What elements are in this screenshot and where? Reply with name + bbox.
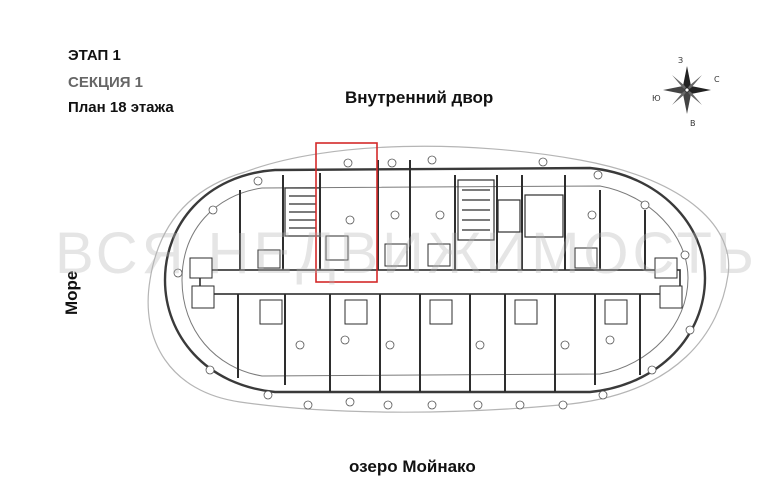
courtyard-label: Внутренний двор — [345, 88, 494, 107]
section-label: СЕКЦИЯ 1 — [68, 74, 144, 91]
lower-bathrooms — [191, 285, 683, 325]
stair-core-left — [284, 187, 321, 237]
upper-bathrooms — [189, 235, 678, 279]
compass-letter-south: Ю — [652, 94, 661, 103]
compass-letter-north: С — [714, 75, 720, 84]
stair-core-right — [457, 179, 564, 241]
lower-walls — [237, 294, 641, 392]
inner-facade — [181, 185, 689, 377]
room-markers — [173, 155, 695, 410]
highlighted-apartment[interactable] — [315, 142, 378, 283]
compass-letter-east: В — [690, 119, 696, 128]
watermark: ВСЯ НЕДВИЖИМОСТЬ — [55, 221, 758, 286]
stage-label: ЭТАП 1 — [68, 47, 121, 64]
corridor — [199, 269, 681, 295]
compass-letter-west: З — [678, 56, 683, 65]
building-outline — [163, 166, 707, 394]
lake-label: озеро Мойнако — [349, 457, 476, 476]
floor-plan-label: План 18 этажа — [68, 99, 174, 116]
compass-rose-icon: З С В Ю — [652, 56, 720, 128]
terrace-outline — [147, 145, 730, 413]
